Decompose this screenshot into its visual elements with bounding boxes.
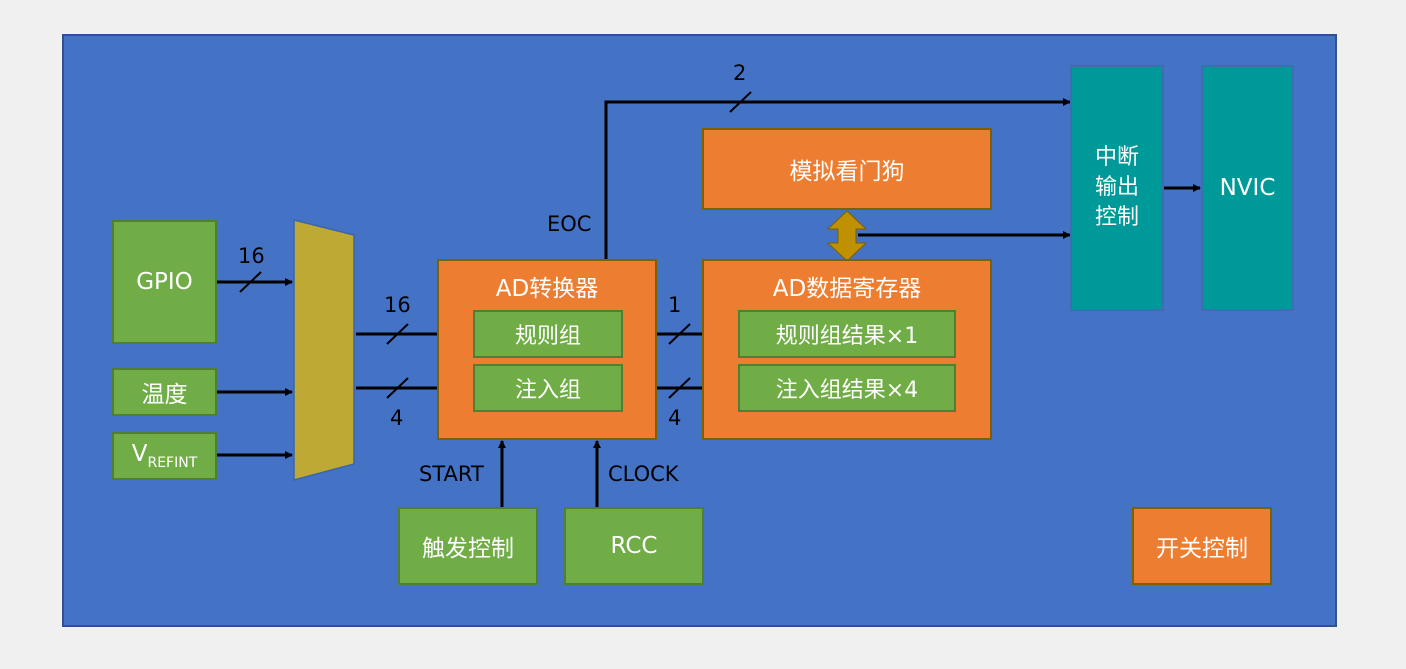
vrefint-label: VREFINT [132, 441, 198, 471]
regular-result-width-label: 1 [668, 293, 682, 317]
eoc-label: EOC [547, 212, 592, 236]
vrefint-sub: REFINT [147, 455, 198, 471]
analog-watchdog-block: 模拟看门狗 [702, 128, 992, 210]
trigger-control-label: 触发控制 [422, 536, 514, 562]
regular-result-label: 规则组结果×1 [775, 324, 919, 349]
switch-control-block: 开关控制 [1132, 507, 1272, 585]
temperature-block: 温度 [112, 368, 217, 416]
interrupt-output-control-block: 中断 输出 控制 [1070, 65, 1164, 311]
clock-label: CLOCK [608, 462, 679, 486]
injected-result-width-label: 4 [668, 406, 682, 430]
ad-converter-title: AD转换器 [495, 276, 599, 302]
vrefint-main: V [131, 441, 148, 467]
eoc-width-label: 2 [733, 61, 747, 85]
nvic-label: NVIC [1219, 175, 1276, 201]
rcc-block: RCC [564, 507, 704, 585]
start-label: START [419, 462, 484, 486]
gpio-block: GPIO [112, 220, 217, 344]
injected-result-label: 注入组结果×4 [775, 378, 919, 403]
gpio-bus-width-label: 16 [238, 244, 265, 268]
interrupt-label-line: 中断 [1094, 145, 1139, 171]
interrupt-label-line: 控制 [1094, 204, 1139, 230]
analog-watchdog-label: 模拟看门狗 [789, 159, 905, 185]
regular-result-block: 规则组结果×1 [738, 310, 956, 358]
switch-control-label: 开关控制 [1156, 536, 1248, 562]
trigger-control-block: 触发控制 [398, 507, 538, 585]
injected-group-label: 注入组 [514, 378, 581, 403]
regular-bus-width-label: 16 [384, 293, 411, 317]
data-register-title: AD数据寄存器 [772, 276, 922, 302]
regular-group-block: 规则组 [473, 310, 623, 358]
rcc-label: RCC [610, 533, 658, 559]
interrupt-label-line: 输出 [1094, 175, 1139, 201]
injected-bus-width-label: 4 [390, 406, 404, 430]
injected-group-block: 注入组 [473, 364, 623, 412]
nvic-block: NVIC [1201, 65, 1294, 311]
gpio-label: GPIO [136, 269, 193, 295]
vrefint-block: VREFINT [112, 432, 217, 480]
injected-result-block: 注入组结果×4 [738, 364, 956, 412]
interrupt-label: 中断 输出 控制 [1095, 143, 1139, 232]
regular-group-label: 规则组 [514, 324, 581, 349]
temperature-label: 温度 [141, 382, 188, 408]
